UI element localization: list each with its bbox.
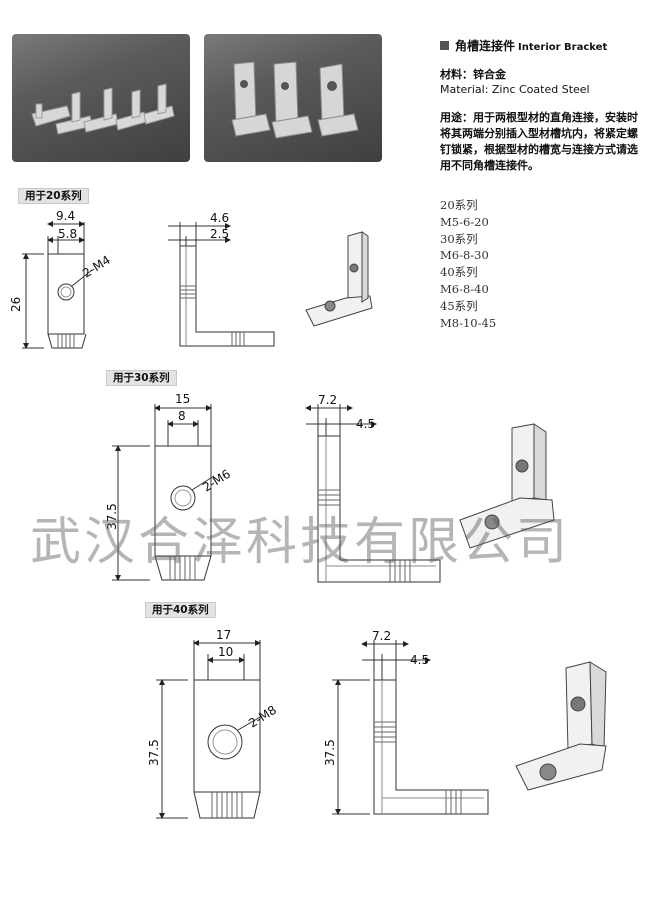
- iso-view-30: [459, 423, 555, 549]
- dim-40-w1: 17: [216, 628, 231, 642]
- side-view-20: [168, 222, 275, 347]
- side-view-30: [305, 404, 441, 583]
- product-photo-set: [12, 34, 190, 162]
- usage-text: 用途：用于两根型材的直角连接，安装时将其两端分别插入型材槽坑内，将紧定螺钉锁紧，…: [440, 111, 638, 172]
- company-watermark: 武汉合泽科技有限公司: [30, 513, 571, 572]
- material-label: 材料：锌合金: [440, 68, 506, 81]
- series-list: 20系列 M5-6-20 30系列 M6-8-30 40系列 M6-8-40 4…: [440, 197, 496, 331]
- dim-30-w1: 15: [175, 392, 190, 406]
- dim-40-h: 37.5: [147, 739, 161, 766]
- iso-view-40: [515, 661, 607, 791]
- dim-30-hole: 2-M6: [200, 467, 233, 495]
- tag-series-20: 用于20系列: [18, 188, 89, 204]
- side-view-40: [332, 640, 489, 815]
- dim-20-h: 26: [9, 297, 23, 312]
- tag-series-30: 用于30系列: [106, 370, 177, 386]
- product-photo-closeup: [204, 34, 382, 162]
- dim-20-hole: 2-M4: [80, 253, 113, 281]
- dim-40-side-h: 37.5: [323, 739, 337, 766]
- series-item: 30系列: [440, 231, 478, 246]
- dim-30-w2: 8: [178, 409, 186, 423]
- dim-40-s1: 7.2: [372, 629, 391, 643]
- series-item: M6-8-40: [440, 281, 489, 296]
- dim-40-w2: 10: [218, 645, 233, 659]
- dim-20-s2: 2.5: [210, 227, 229, 241]
- dim-30-s2: 4.5: [356, 417, 375, 431]
- dim-20-w1: 9.4: [56, 209, 75, 223]
- series-item: 40系列: [440, 265, 478, 280]
- series-item: M6-8-30: [440, 248, 489, 263]
- material-en: Material: Zinc Coated Steel: [440, 83, 590, 96]
- front-view-20: [22, 221, 93, 349]
- series-item: M8-10-45: [440, 315, 497, 330]
- dim-30-s1: 7.2: [318, 393, 337, 407]
- dim-20-w2: 5.8: [58, 227, 77, 241]
- dim-30-h: 37.5: [105, 503, 119, 530]
- tag-series-40: 用于40系列: [145, 602, 216, 618]
- front-view-30: [112, 404, 215, 581]
- series-item: M5-6-20: [440, 214, 489, 229]
- dim-20-s1: 4.6: [210, 211, 229, 225]
- dim-40-hole: 2-M8: [246, 703, 279, 731]
- iso-view-20: [305, 231, 373, 327]
- title-square-icon: [440, 41, 449, 50]
- dim-40-s2: 4.5: [410, 653, 429, 667]
- title-cn: 角槽连接件: [455, 39, 516, 53]
- title-en: Interior Bracket: [518, 42, 608, 53]
- series-item: 20系列: [440, 198, 478, 212]
- front-view-40: [156, 640, 263, 819]
- series-item: 45系列: [440, 298, 478, 313]
